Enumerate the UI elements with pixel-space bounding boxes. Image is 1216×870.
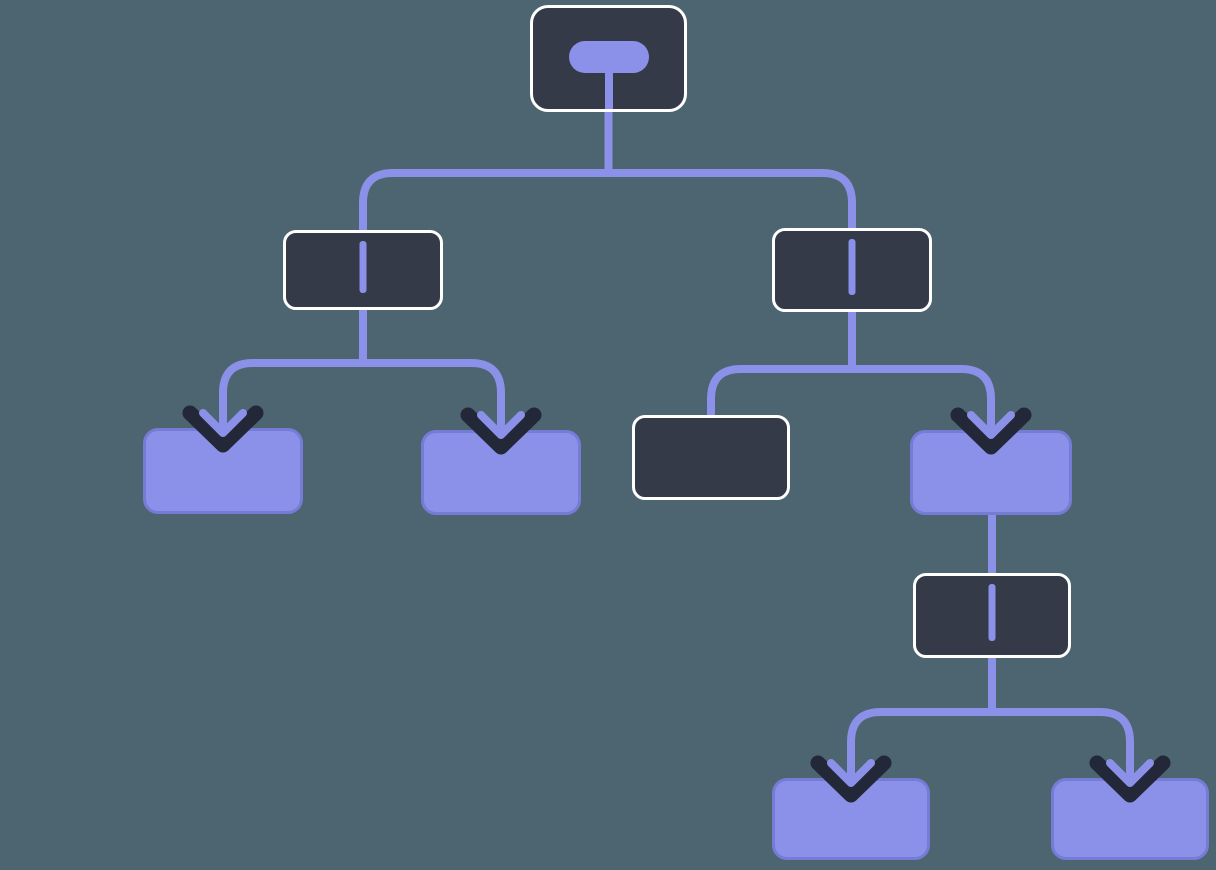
branch-tick [848,239,856,295]
tree-node-leaf-mid-right[interactable] [910,430,1072,515]
branch-tick [359,241,367,293]
tree-node-root[interactable] [530,5,687,112]
tree-node-leaf-mid-left[interactable] [421,430,581,515]
connector-edge [707,312,995,432]
branch-tick [988,584,996,641]
root-pill-icon [568,41,649,73]
tree-node-leaf-dark[interactable] [632,415,790,500]
tree-node-leaf-far-left[interactable] [143,428,303,514]
tree-node-branch-left[interactable] [283,230,443,310]
tree-node-leaf-bottom-right[interactable] [1051,778,1209,860]
connector-edge [847,658,1134,780]
root-pill-stem [604,58,613,109]
tree-node-branch-bottom[interactable] [913,573,1071,658]
tree-node-branch-right[interactable] [772,228,932,312]
tree-node-leaf-bottom-left[interactable] [772,778,930,860]
connector-edge [219,310,505,432]
connector-edge [359,112,856,232]
